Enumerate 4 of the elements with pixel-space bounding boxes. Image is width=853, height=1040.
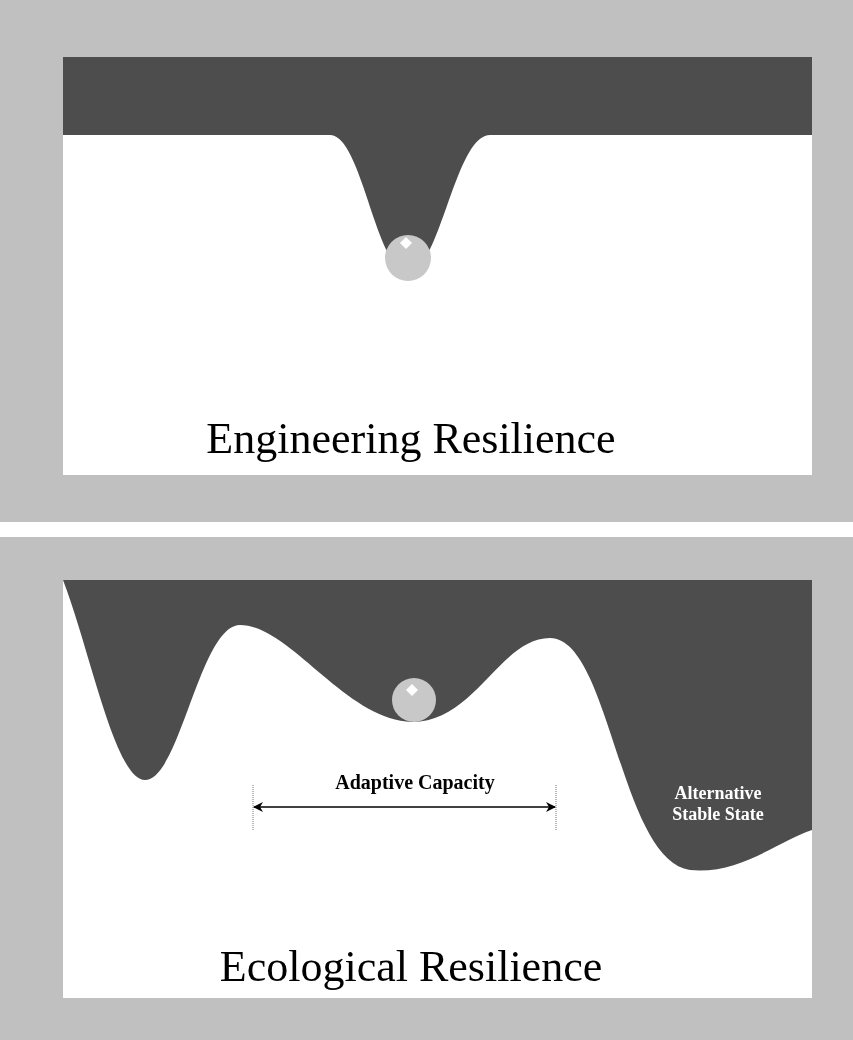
panel-title: Ecological Resilience [219, 942, 603, 993]
state-label: Alternative Stable State [671, 783, 765, 825]
dimension-label: Adaptive Capacity [335, 771, 495, 794]
panel-title: Engineering Resilience [206, 414, 616, 465]
